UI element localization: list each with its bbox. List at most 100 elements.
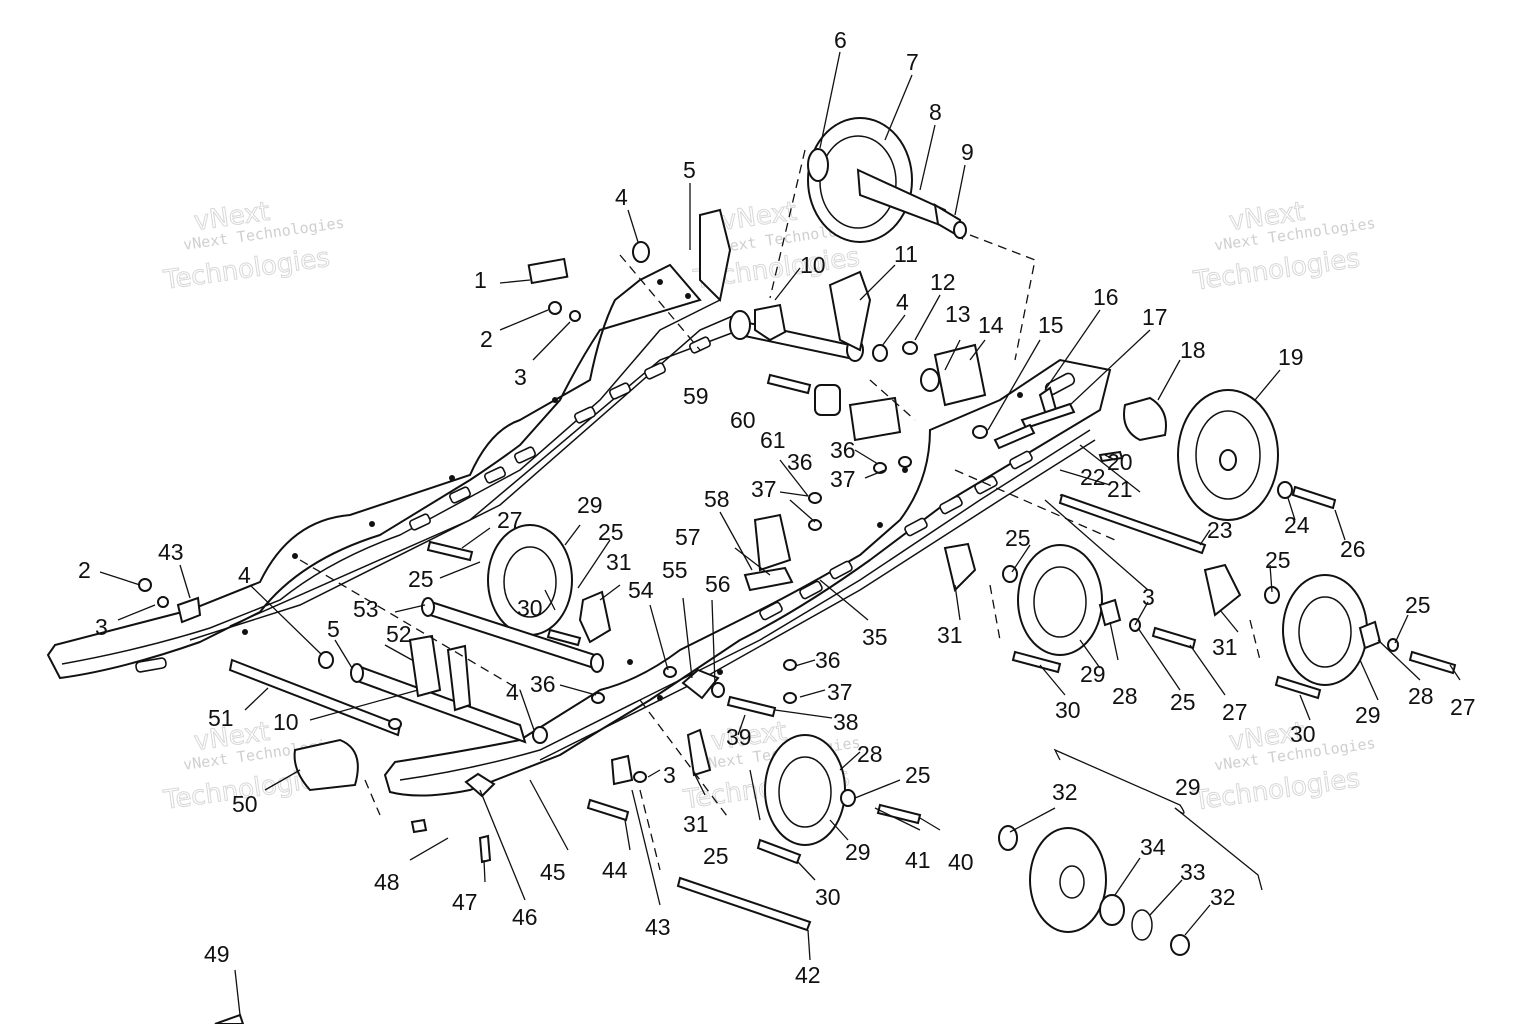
callout-36c: 36: [830, 437, 856, 463]
wheel-brackets: [578, 542, 1242, 777]
callout-18: 18: [1180, 337, 1206, 363]
callout-52: 52: [386, 621, 412, 647]
callout-5: 5: [683, 157, 696, 183]
callout-30: 30: [517, 595, 543, 621]
callout-10: 10: [800, 252, 826, 278]
callout-29: 29: [577, 492, 603, 518]
callout-29b: 29: [845, 839, 871, 865]
callout-29e: 29: [1175, 774, 1201, 800]
idler-wheels: [487, 524, 1399, 846]
callout-27b: 27: [1222, 699, 1248, 725]
callout-16: 16: [1093, 284, 1119, 310]
callout-11: 11: [894, 241, 918, 267]
callout-27c: 27: [1450, 694, 1476, 720]
callout-36b: 36: [787, 449, 813, 475]
callout-32b: 32: [1210, 884, 1236, 910]
callout-61: 61: [760, 427, 786, 453]
callout-34: 34: [1140, 834, 1166, 860]
callout-4d: 4: [506, 679, 519, 705]
callout-38: 38: [833, 709, 859, 735]
callout-28b: 28: [1112, 683, 1138, 709]
callout-21: 21: [1107, 476, 1133, 502]
callout-30b: 30: [815, 884, 841, 910]
callout-25e: 25: [1005, 525, 1031, 551]
callout-37: 37: [751, 476, 777, 502]
callout-25h: 25: [1405, 592, 1431, 618]
callout-59: 59: [683, 383, 709, 409]
callout-31b: 31: [683, 811, 709, 837]
callout-20: 20: [1107, 449, 1133, 475]
callout-51: 51: [208, 705, 234, 731]
callout-36: 36: [530, 671, 556, 697]
callout-27: 27: [497, 507, 523, 533]
callout-54: 54: [628, 577, 654, 603]
callout-28: 28: [857, 741, 883, 767]
callout-40: 40: [948, 849, 974, 875]
callout-3b: 3: [95, 614, 108, 640]
callout-43b: 43: [645, 914, 671, 940]
callout-1: 1: [474, 267, 487, 293]
callout-48: 48: [374, 869, 400, 895]
callout-29c: 29: [1080, 661, 1106, 687]
callout-58: 58: [704, 486, 730, 512]
callout-25b: 25: [598, 519, 624, 545]
rear-wheel-group: [1059, 389, 1331, 546]
callout-50: 50: [232, 791, 258, 817]
callout-42: 42: [795, 962, 821, 988]
callout-15: 15: [1038, 312, 1064, 338]
callout-25: 25: [408, 566, 434, 592]
callout-31: 31: [606, 549, 632, 575]
callout-3c: 3: [663, 762, 676, 788]
callout-2: 2: [480, 326, 493, 352]
bolts: [426, 373, 1457, 932]
callout-12: 12: [930, 269, 956, 295]
callout-39: 39: [726, 724, 752, 750]
rear-scissor-block: [872, 341, 987, 407]
wheel-bearing-breakdown: [998, 748, 1263, 956]
callout-10b: 10: [273, 709, 299, 735]
callout-37b: 37: [830, 466, 856, 492]
callout-41: 41: [905, 847, 931, 873]
spacer-and-bushing: [774, 379, 902, 442]
cross-shafts: [228, 597, 604, 744]
callout-55: 55: [662, 557, 688, 583]
callout-45: 45: [540, 859, 566, 885]
callout-37c: 37: [827, 679, 853, 705]
front-torque-arm-shaft: [699, 208, 872, 362]
callout-60: 60: [730, 407, 756, 433]
callout-36d: 36: [815, 647, 841, 673]
callout-35: 35: [862, 624, 888, 650]
assembly-guide-lines: [299, 149, 1261, 871]
callout-4c: 4: [238, 562, 251, 588]
callout-labels: 1 2 3 4 5 6 7 8 9 10 11 12 4 13 14 15 16…: [78, 27, 1476, 988]
callout-53: 53: [353, 596, 379, 622]
callout-25c: 25: [905, 762, 931, 788]
callout-23: 23: [1207, 517, 1233, 543]
callout-4: 4: [615, 184, 628, 210]
callout-33: 33: [1180, 859, 1206, 885]
callout-47: 47: [452, 889, 478, 915]
callout-5b: 5: [327, 616, 340, 642]
watermark-top-left: vNext vNext Technologies Technologies: [161, 196, 346, 296]
callout-3d: 3: [1142, 584, 1155, 610]
callout-19: 19: [1278, 344, 1304, 370]
callout-3: 3: [514, 364, 527, 390]
callout-9: 9: [961, 139, 974, 165]
callout-22: 22: [1080, 464, 1106, 490]
callout-7: 7: [906, 49, 919, 75]
callout-30d: 30: [1290, 721, 1316, 747]
callout-24: 24: [1284, 512, 1310, 538]
callout-13: 13: [945, 301, 971, 327]
callout-25g: 25: [1265, 547, 1291, 573]
idler-shaft-assembly: [807, 117, 967, 243]
watermark-bottom-right: vNext vNext Technologies Technologies: [1191, 716, 1377, 817]
callout-43: 43: [158, 539, 184, 565]
callout-2b: 2: [78, 557, 91, 583]
callout-31d: 31: [1212, 634, 1238, 660]
left-slide-rail: [46, 263, 746, 680]
callout-46: 46: [512, 904, 538, 930]
callout-32: 32: [1052, 779, 1078, 805]
callout-49: 49: [204, 941, 230, 967]
callout-8: 8: [929, 99, 942, 125]
